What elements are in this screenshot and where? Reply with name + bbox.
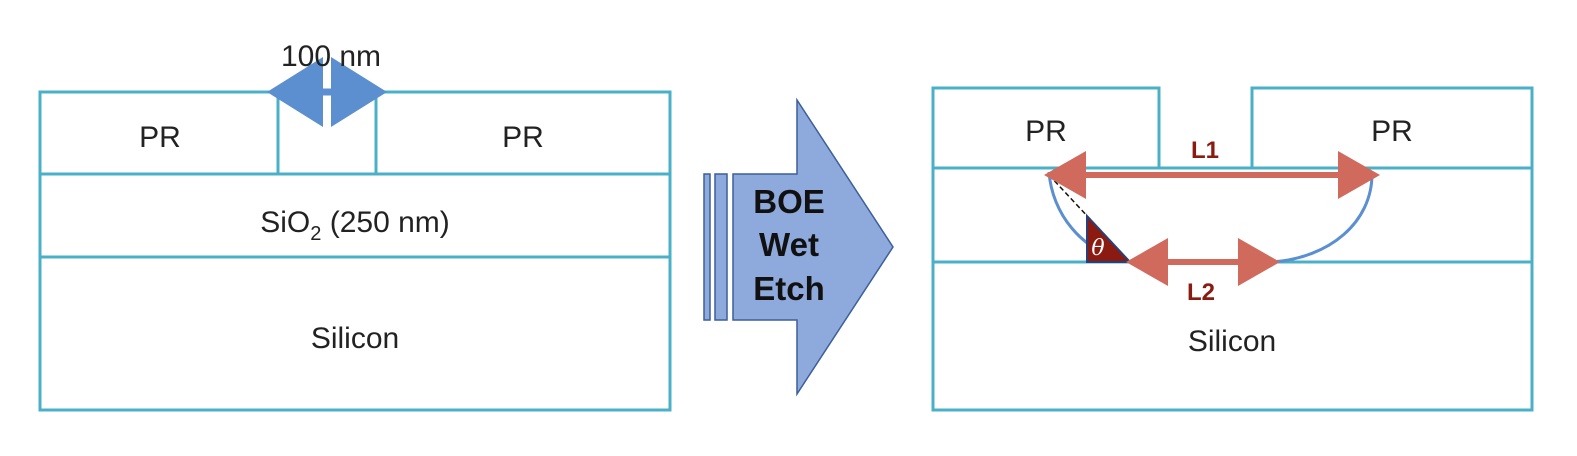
- oxide-label: SiO2 (250 nm): [260, 206, 450, 245]
- gap-dimension-label: 100 nm: [281, 40, 381, 73]
- l2-label: L2: [1187, 279, 1215, 306]
- right-substrate-label: Silicon: [1188, 325, 1276, 358]
- left-substrate-label: Silicon: [311, 322, 399, 355]
- left-outer-frame: [38, 90, 672, 412]
- right-pr-label-right: PR: [1371, 115, 1413, 148]
- left-pr-label-left: PR: [139, 121, 181, 154]
- after-etch-stack: θ L1 L2 PR PR Silicon: [931, 86, 1534, 412]
- arrow-body: [732, 97, 894, 397]
- arrow-tail-bar-2: [714, 173, 728, 321]
- process-label-line-1: BOE: [753, 183, 825, 220]
- right-pr-label-left: PR: [1025, 115, 1067, 148]
- arrow-tail-bar-1: [703, 173, 711, 321]
- oxide-subscript: 2: [310, 223, 321, 245]
- process-label-line-2: Wet: [759, 226, 819, 263]
- left-pr-label-right: PR: [502, 121, 544, 154]
- process-arrow: BOE Wet Etch: [703, 97, 894, 397]
- before-etch-stack: PR PR SiO2 (250 nm) Silicon 100 nm: [38, 40, 672, 412]
- process-label-line-3: Etch: [753, 270, 825, 307]
- angle-label: θ: [1091, 236, 1104, 261]
- angle-wedge: [1086, 213, 1133, 263]
- l1-label: L1: [1191, 137, 1219, 164]
